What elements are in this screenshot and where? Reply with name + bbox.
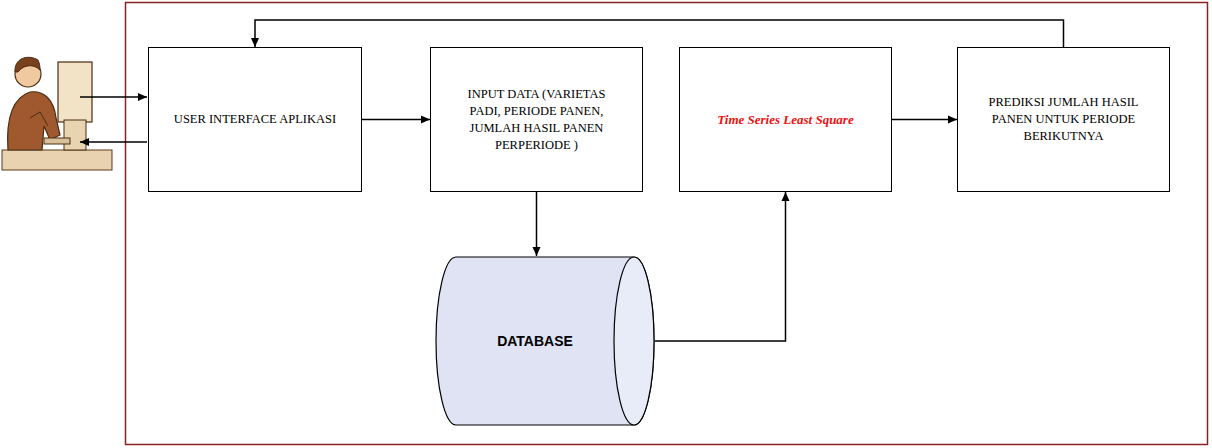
database-cylinder: DATABASE [435,256,655,426]
cylinder-body [436,257,654,425]
box-label: INPUT DATA (VARIETAS PADI, PERIODE PANEN… [466,86,607,154]
input-box: INPUT DATA (VARIETAS PADI, PERIODE PANEN… [430,47,643,192]
desk [2,150,112,170]
monitor [58,62,92,122]
database-label: DATABASE [497,333,573,349]
user-output-arrow [80,141,147,143]
user-illustration [2,57,112,170]
person-hair [15,57,40,72]
box-label: Time Series Least Square [717,111,853,128]
cylinder-cap [614,257,654,425]
flow-arrow [655,192,786,341]
keyboard [44,138,70,144]
flow-arrow [536,192,538,256]
flow-arrow [892,119,957,121]
box-label: PREDIKSI JUMLAH HASIL PANEN UNTUK PERIOD… [980,94,1147,145]
prediction-box: PREDIKSI JUMLAH HASIL PANEN UNTUK PERIOD… [957,47,1170,192]
system-frame [126,3,1208,445]
computer-stand [64,120,86,150]
interface-box: USER INTERFACE APLIKASI [148,47,362,192]
person-arm [30,112,48,126]
flow-arrow [362,119,430,121]
method-box: Time Series Least Square [679,47,892,192]
box-label: USER INTERFACE APLIKASI [174,111,336,128]
user-input-arrow [80,96,147,98]
flow-arrow [255,20,1064,47]
